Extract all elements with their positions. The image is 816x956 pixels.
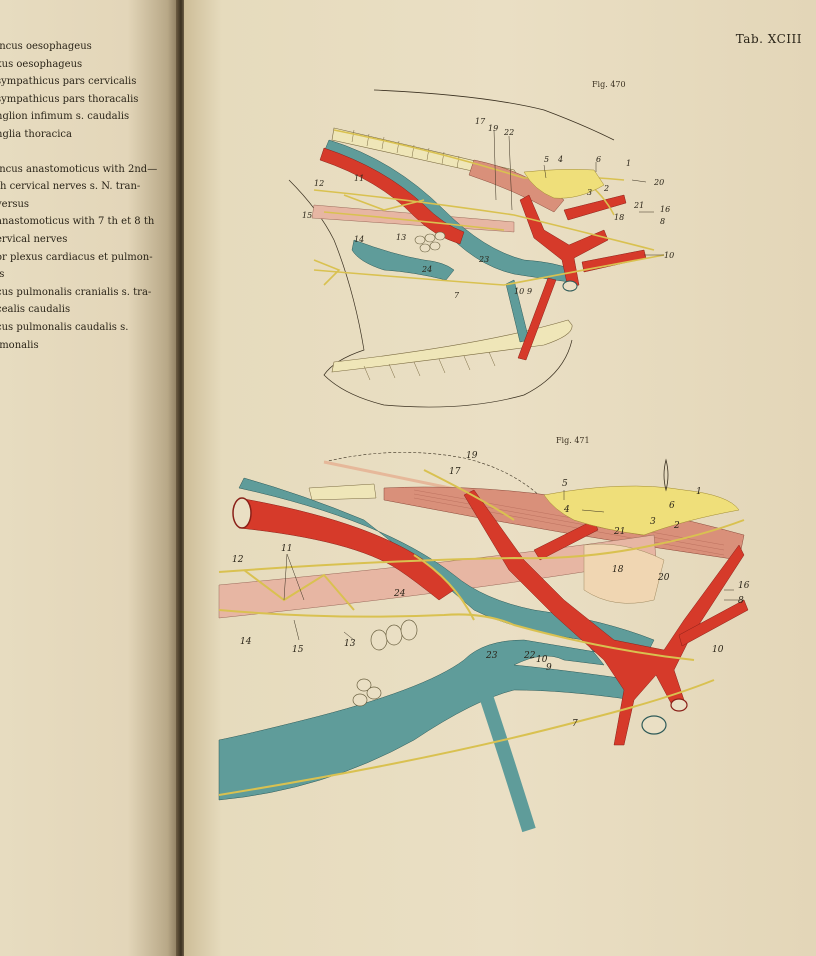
fig470-label-15: 15 [302,211,312,220]
fig470-label-12: 12 [314,179,324,188]
fig471-label-6: 6 [669,501,675,511]
plate-number: Tab. XCIII [735,32,802,46]
fig470-label-16: 16 [660,205,670,214]
fig470-label-10b: 10 [664,251,674,260]
legend-line: versus [0,198,30,210]
legend-gap [0,144,172,161]
fig470-label-10: 10 [514,287,524,296]
legend-line: nglia thoracica [0,128,72,140]
fig470-label-21: 21 [633,201,644,210]
right-page: Tab. XCIII Fig. 470 Fig. 471 [184,0,816,956]
left-page: incus oesophageus xus oesophageus sympathi… [0,0,182,956]
figure-471-illustration: 19 17 5 4 6 3 2 1 21 18 20 16 8 12 11 24… [218,451,750,833]
fig470-label-3: 3 [587,188,592,197]
legend-line: sympathicus pars thoracalis [0,93,139,105]
legend-line: incus anastomoticus with 2nd— [0,163,158,175]
fig471-label-13: 13 [344,639,356,649]
legend-line: sympathicus pars cervicalis [0,76,137,88]
fig470-label-22: 22 [503,128,514,137]
fig471-label-8: 8 [738,596,744,606]
legend-list: incus oesophageus xus oesophageus sympathi… [0,38,172,354]
fig471-label-14: 14 [240,637,252,647]
legend-line: is [0,269,5,281]
legend-line: or plexus cardiacus et pulmon- [0,251,153,263]
legend-line: cus pulmonalis cranialis s. tra- [0,286,152,298]
fig470-label-6: 6 [596,155,601,164]
fig470-label-23: 23 [478,255,489,264]
fig470-label-24: 24 [421,265,432,274]
figure-470-illustration: 17 19 22 5 4 6 1 2 3 20 21 18 16 8 12 11… [288,89,674,408]
fig470-label-13: 13 [396,233,406,242]
legend-line: th cervical nerves s. N. tran- [0,181,141,193]
fig471-label-15: 15 [292,645,304,655]
fig471-label-1: 1 [696,487,702,497]
book-gutter [176,0,186,956]
fig471-label-24: 24 [393,589,406,599]
fig471-label-4: 4 [563,505,570,515]
legend-line: incus oesophageus [0,41,92,52]
legend-line: cealis caudalis [0,304,71,316]
fig471-label-19: 19 [466,451,478,461]
fig470-label-7: 7 [454,291,460,300]
fig471-label-10: 10 [536,655,548,665]
fig470-label-1: 1 [626,159,631,168]
figure-471-caption: Fig. 471 [556,436,590,445]
legend-line: lmonalis [0,339,39,351]
fig470-label-8: 8 [660,217,665,226]
fig471-label-7: 7 [572,719,578,729]
fig470-label-9: 9 [527,287,532,296]
fig470-label-11: 11 [354,174,364,183]
legend-line: ervical nerves [0,233,68,245]
fig471-label-10b: 10 [712,645,724,655]
fig471-label-16: 16 [738,581,750,591]
figure-470-caption: Fig. 470 [592,80,626,89]
fig471-label-12: 12 [232,555,244,565]
fig471-label-22: 22 [523,651,536,661]
fig470-label-4: 4 [557,155,563,164]
fig471-label-3: 3 [650,517,656,527]
legend-line: xus oesophageus [0,58,83,70]
fig471-label-21: 21 [613,527,625,537]
fig470-label-2: 2 [603,184,609,193]
fig471-label-9: 9 [546,663,552,673]
fig471-label-20: 20 [657,573,670,583]
fig471-label-11: 11 [281,544,292,554]
fig471-label-5: 5 [562,479,568,489]
legend-line: cus pulmonalis caudalis s. [0,321,129,333]
fig471-label-18: 18 [612,565,624,575]
fig470-label-18: 18 [614,213,624,222]
fig470-label-20: 20 [653,178,664,187]
legend-line: anastomoticus with 7 th et 8 th [0,216,155,228]
fig470-label-5: 5 [544,155,549,164]
fig470-label-14: 14 [354,235,364,244]
fig471-label-17: 17 [449,467,461,477]
fig470-label-19: 19 [488,124,498,133]
fig470-label-17: 17 [475,117,486,126]
fig471-label-2: 2 [673,521,680,531]
fig471-label-23: 23 [485,651,498,661]
legend-line: nglion infimum s. caudalis [0,111,130,123]
